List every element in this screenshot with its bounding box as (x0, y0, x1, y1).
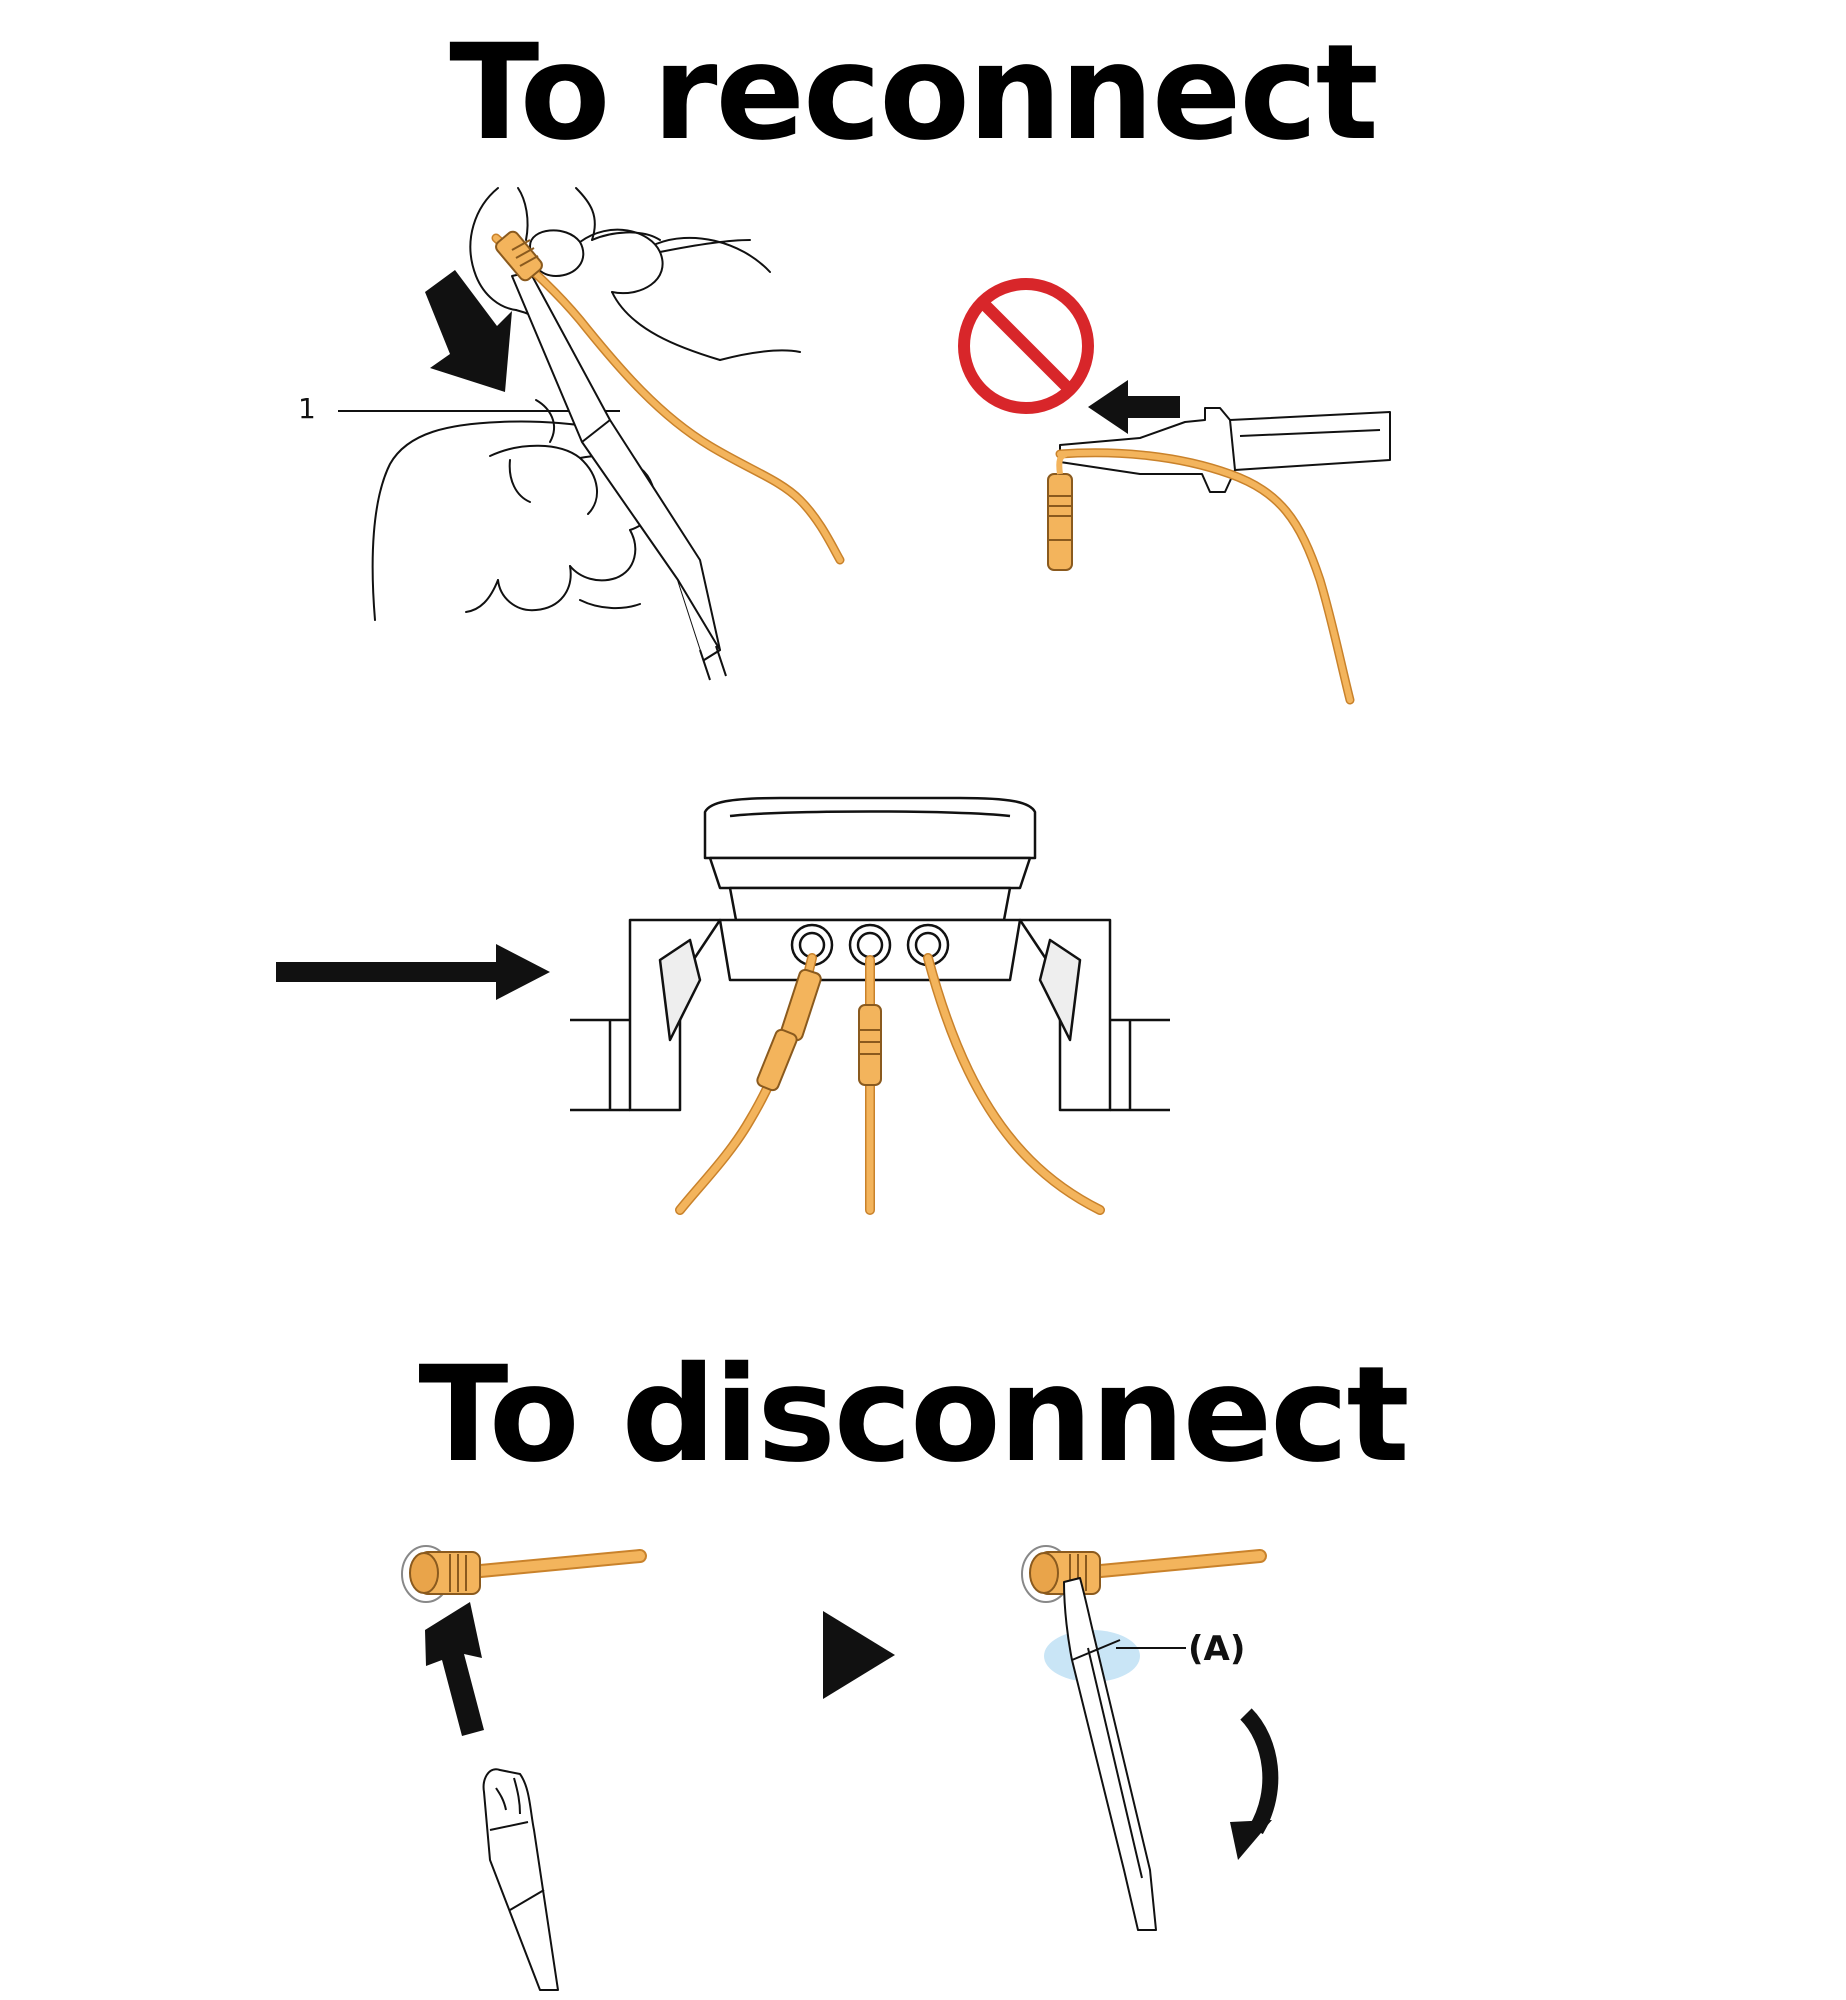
insert-plug-with-tool-illustration: 1 (298, 187, 845, 681)
upper-hand (469, 187, 801, 361)
removal-tool-horizontal (1059, 407, 1391, 493)
arrow-up-icon (425, 1602, 484, 1736)
next-step-arrow (823, 1611, 895, 1699)
lower-hand (371, 399, 656, 621)
plug-connector (1047, 451, 1073, 571)
area-callout-label: (A) (1188, 1629, 1245, 1669)
plug-connector (495, 230, 543, 282)
arrow-left-icon (1088, 380, 1180, 434)
junction-connection-illustration (276, 796, 1170, 1215)
disconnect-step-two-illustration: (A) (1021, 1545, 1279, 1931)
plug-connector (1021, 1545, 1101, 1603)
plug-connector (401, 1545, 481, 1603)
arrow-right-icon (276, 944, 550, 1000)
cable (1057, 449, 1353, 703)
tool-callout-label: 1 (298, 392, 316, 425)
removal-tool (1063, 1577, 1157, 1931)
heading-reconnect: To reconnect (449, 16, 1379, 170)
disconnect-step-one-illustration (401, 1545, 647, 1991)
cable-outline (1055, 448, 1355, 705)
prohibited-insertion-illustration (958, 278, 1391, 705)
rotate-arrow-icon (1230, 1708, 1279, 1860)
cable (1085, 1551, 1265, 1577)
plug-connectors (756, 968, 882, 1092)
cable (465, 1551, 645, 1577)
prohibited-icon (958, 278, 1094, 414)
junction-unit (570, 796, 1170, 1112)
cable (493, 235, 843, 563)
heading-disconnect: To disconnect (418, 1338, 1409, 1492)
play-triangle-icon (823, 1611, 895, 1699)
removal-tool (482, 1768, 559, 1991)
push-arrow-icon (425, 270, 512, 392)
removal-tool (511, 271, 727, 681)
cables (675, 953, 1105, 1215)
